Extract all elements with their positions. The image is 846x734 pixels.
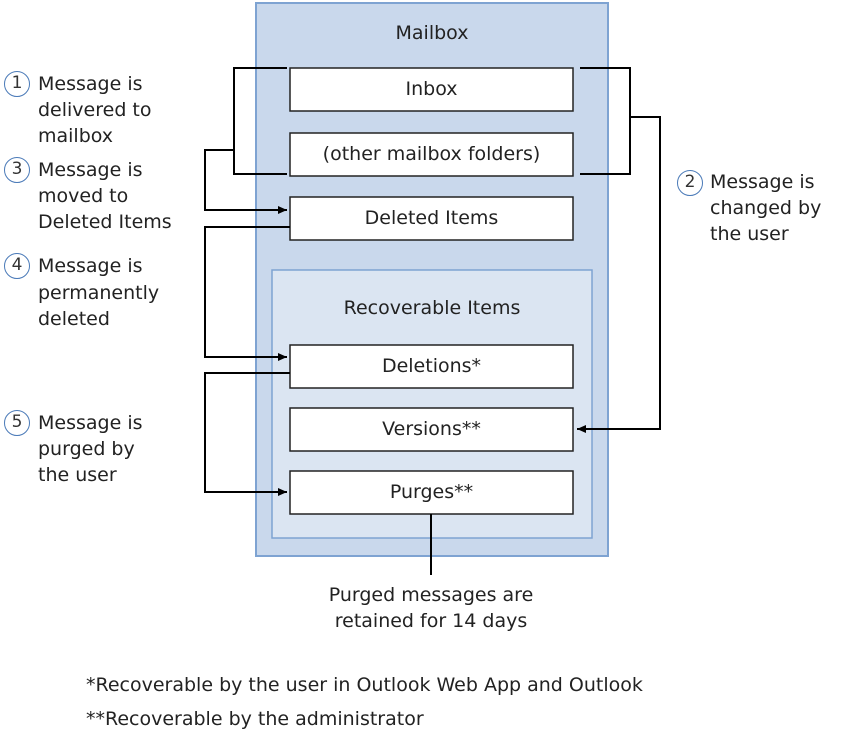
step-5-line-1: Message is bbox=[38, 412, 143, 434]
mailbox-title: Mailbox bbox=[395, 22, 469, 44]
folder-box-inbox bbox=[289, 67, 574, 112]
arrow-to-versions bbox=[577, 116, 661, 433]
folder-box-deletions bbox=[289, 344, 574, 389]
arrow-to-deletions bbox=[204, 226, 290, 361]
step-3-line-2: moved to bbox=[38, 185, 129, 207]
step-1-line-3: mailbox bbox=[38, 125, 114, 147]
step-5-number-badge: 5 bbox=[4, 410, 30, 436]
step-1-line-2: delivered to bbox=[38, 99, 152, 121]
step-4-line-2: permanently bbox=[38, 282, 160, 304]
folder-box-purges bbox=[289, 470, 574, 515]
step-1-line-1: Message is bbox=[38, 73, 143, 95]
step-2-line-2: changed by bbox=[710, 197, 822, 219]
purge-note-line-2: retained for 14 days bbox=[334, 610, 528, 632]
folder-deleted-items: Deleted Items bbox=[364, 207, 499, 229]
step-2-line-3: the user bbox=[710, 223, 789, 245]
folder-box-other bbox=[289, 132, 574, 177]
arrow-to-deleted-items bbox=[204, 149, 287, 214]
recoverable-items-title: Recoverable Items bbox=[343, 297, 521, 319]
step-2-number-badge: 2 bbox=[677, 170, 703, 196]
folder-purges: Purges** bbox=[389, 481, 474, 503]
footnote-user-recoverable: *Recoverable by the user in Outlook Web … bbox=[86, 674, 643, 696]
folder-box-deleted-items bbox=[289, 196, 574, 241]
left-folder-bracket bbox=[233, 67, 287, 175]
folder-inbox: Inbox bbox=[405, 78, 458, 100]
step-3-line-1: Message is bbox=[38, 159, 143, 181]
step-2-line-1: Message is bbox=[710, 171, 815, 193]
step-4-number-badge: 4 bbox=[4, 253, 30, 279]
step-4-line-1: Message is bbox=[38, 255, 143, 277]
purge-note-line-1: Purged messages are bbox=[328, 584, 534, 606]
folder-other-mailbox-folders: (other mailbox folders) bbox=[322, 143, 541, 165]
folder-versions: Versions** bbox=[382, 418, 481, 440]
arrow-to-purges bbox=[204, 372, 290, 496]
step-3-line-3: Deleted Items bbox=[38, 211, 172, 233]
step-3-number-badge: 3 bbox=[4, 157, 30, 183]
footnote-admin-recoverable: **Recoverable by the administrator bbox=[86, 708, 424, 730]
right-folder-bracket bbox=[580, 67, 631, 175]
step-5-line-2: purged by bbox=[38, 438, 135, 460]
folder-deletions: Deletions* bbox=[381, 355, 482, 377]
step-5-line-3: the user bbox=[38, 464, 117, 486]
step-4-line-3: deleted bbox=[38, 308, 110, 330]
step-1-number-badge: 1 bbox=[4, 71, 30, 97]
folder-box-versions bbox=[289, 407, 574, 452]
